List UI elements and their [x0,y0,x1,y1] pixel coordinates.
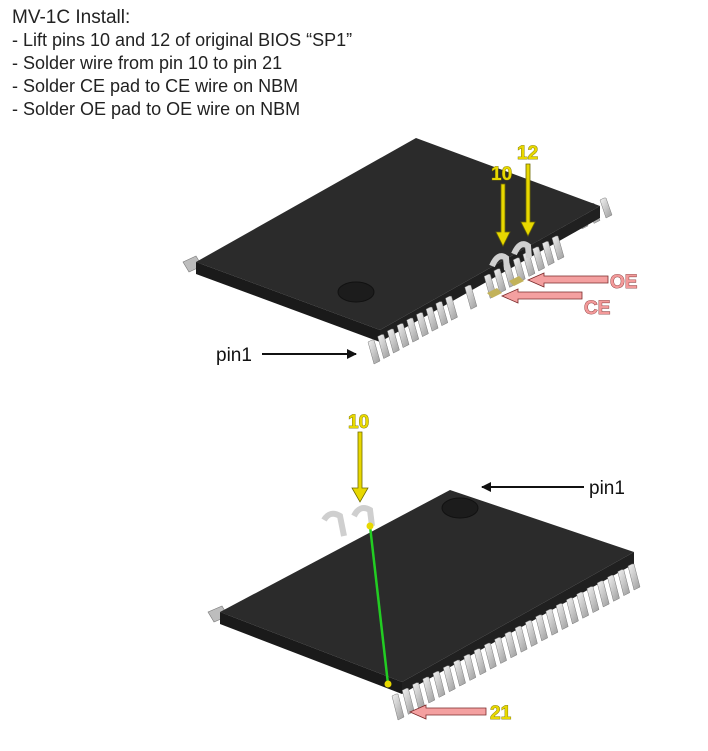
top-chip-lifted-pin-12 [511,241,532,259]
bottom-chip-lifted-pin-10 [351,505,375,527]
solder-point-pin21 [384,680,392,688]
top-label-pin1: pin1 [216,345,252,366]
top-chip-front-pin [396,323,410,348]
bottom-chip-front-pin [484,642,497,670]
bottom-chip-front-pin [566,597,579,625]
bottom-chip-front-pin [586,586,600,613]
top-chip-front-pin [532,246,545,272]
top-chip-back-pin [599,197,613,219]
solder-point-pin10 [366,522,374,530]
bottom-chip-front-pin [494,637,507,664]
instructions-block: MV-1C Install: - Lift pins 10 and 12 of … [12,6,352,121]
solder-wire [368,525,390,685]
bottom-label-pin21: 21 [490,703,512,724]
bottom-chip-front-pin [443,665,456,693]
top-pin12-arrow [520,163,536,237]
bottom-chip-front-pin [514,625,528,653]
top-chip-front-pin [542,241,555,266]
top-chip-lifted-pin-10 [489,253,510,271]
bottom-chip-front-pin [391,693,405,721]
top-label-oe: OE [610,272,637,293]
top-oe-arrow [527,272,609,288]
top-chip-front-pin [367,339,381,365]
instruction-step-4: - Solder OE pad to OE wire on NBM [12,99,301,119]
top-chip-front-pin [387,328,400,354]
bottom-chip-front-pin [432,671,446,698]
top-chip-oe-pad [509,276,524,286]
bottom-chip-front-pin [555,603,569,630]
top-chip-front-pin [464,285,478,310]
bottom-chip-body [220,490,634,694]
bottom-chip-front-pin [453,659,466,687]
bottom-chip-front-pin [535,614,548,642]
bottom-chip-front-pin [504,631,518,659]
bottom-chip-back-pin [321,510,347,537]
bottom-chip-front-pin [627,563,641,591]
bottom-chip-front-pin [617,569,631,597]
bottom-chip-front-pin [401,688,415,715]
top-chip-pin1-dot [337,281,375,303]
bottom-pin21-arrow [409,704,487,720]
top-chip-front-pin [551,235,565,261]
instructions-title: MV-1C Install: [12,7,131,28]
bottom-chip-front-pin [576,592,589,619]
instruction-step-1: - Lift pins 10 and 12 of original BIOS “… [12,30,353,50]
bottom-chip-front-pin [545,608,559,636]
top-chip-front-pin [377,334,390,359]
instruction-step-2: - Solder wire from pin 10 to pin 21 [12,53,283,73]
instruction-step-3: - Solder CE pad to CE wire on NBM [12,76,299,96]
bottom-chip-front-pin [596,580,610,608]
bottom-label-pin1: pin1 [589,478,625,499]
bottom-chip-front-pin [473,648,487,676]
top-ce-arrow [501,288,583,304]
top-chip-front-pin [406,317,420,343]
top-chip-front-pin [435,301,449,327]
top-chip-body [196,138,600,342]
bottom-chip: 10 pin1 21 [207,412,641,724]
top-label-pin12: 12 [517,143,538,164]
top-chip-ce-pad [487,288,502,298]
bottom-pin10-arrow [351,431,369,503]
top-chip-front-pin [493,268,507,294]
top-chip-front-pin [445,295,458,321]
top-pin10-arrow [495,183,511,247]
top-chip: 10 12 OE CE pin1 [182,138,638,366]
top-chip-front-pin [416,312,429,337]
bottom-chip-pin1-dot [441,497,479,519]
bottom-label-pin10: 10 [348,412,369,433]
bottom-chip-front-pin [525,620,538,647]
bottom-chip-front-pin [463,654,477,681]
bottom-chip-front-pin [422,676,436,704]
top-label-ce: CE [584,298,610,319]
bottom-chip-front-pin [412,682,425,710]
top-chip-front-pin [425,306,439,332]
top-label-pin10: 10 [491,164,512,185]
top-chip-front-pins [367,235,565,365]
bottom-chip-front-pins [391,563,641,721]
bottom-chip-front-pin [607,575,620,602]
